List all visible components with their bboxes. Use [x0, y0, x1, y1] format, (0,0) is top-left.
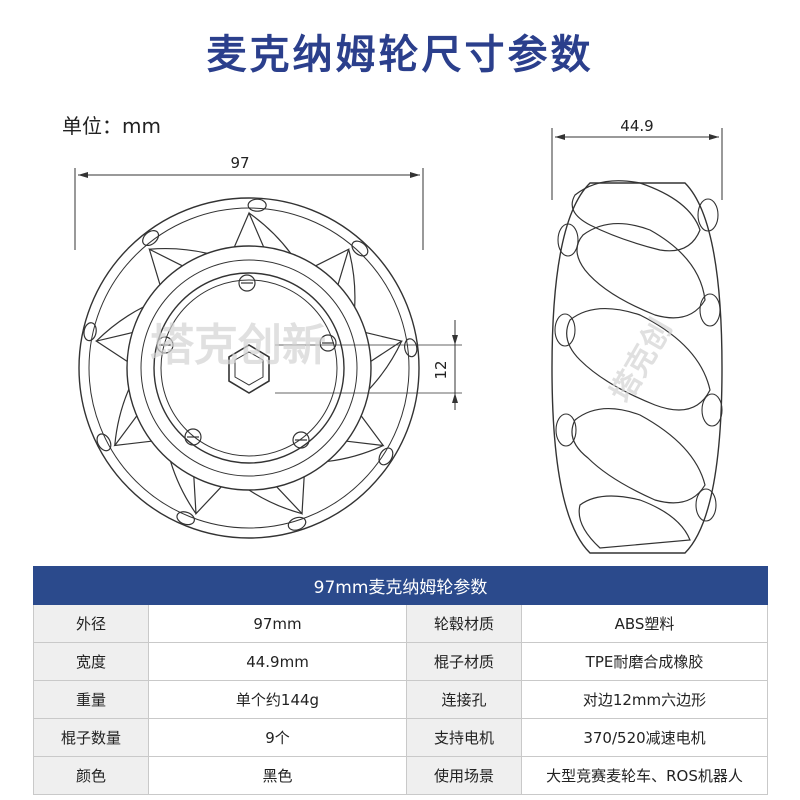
spec-value: 9个: [148, 718, 407, 757]
hex-dimension-label: 12: [432, 360, 450, 379]
spec-value: 370/520减速电机: [520, 718, 769, 757]
unit-label: 单位：mm: [62, 114, 161, 138]
spec-value: 黑色: [148, 756, 407, 795]
spec-key: 棍子材质: [406, 642, 522, 681]
table-row: 颜色 黑色 使用场景 大型竞赛麦轮车、ROS机器人: [33, 756, 769, 795]
spec-table: 97mm麦克纳姆轮参数 外径 97mm 轮毂材质 ABS塑料 宽度 44.9mm…: [32, 566, 769, 795]
spec-key: 连接孔: [406, 680, 522, 719]
spec-value: 对边12mm六边形: [520, 680, 769, 719]
table-row: 重量 单个约144g 连接孔 对边12mm六边形: [33, 680, 769, 719]
spec-key: 外径: [33, 604, 149, 643]
spec-key: 重量: [33, 680, 149, 719]
spec-key: 宽度: [33, 642, 149, 681]
side-watermark: 塔克创: [604, 313, 679, 408]
front-watermark: 塔克创新: [150, 320, 326, 371]
table-row: 宽度 44.9mm 棍子材质 TPE耐磨合成橡胶: [33, 642, 769, 681]
spec-key: 使用场景: [406, 756, 522, 795]
page-title: 麦克纳姆轮尺寸参数: [206, 32, 594, 78]
spec-table-header: 97mm麦克纳姆轮参数: [32, 566, 769, 605]
spec-value: 44.9mm: [148, 642, 407, 681]
spec-value: 单个约144g: [148, 680, 407, 719]
spec-key: 棍子数量: [33, 718, 149, 757]
width-dimension-label: 44.9: [620, 117, 653, 135]
spec-key: 轮毂材质: [406, 604, 522, 643]
spec-value: 97mm: [148, 604, 407, 643]
spec-value: 大型竞赛麦轮车、ROS机器人: [520, 756, 769, 795]
diameter-dimension-label: 97: [230, 154, 249, 172]
technical-drawing: 97 12 塔克创新 44.9 塔克创: [74, 117, 723, 554]
spec-key: 颜色: [33, 756, 149, 795]
table-row: 棍子数量 9个 支持电机 370/520减速电机: [33, 718, 769, 757]
spec-key: 支持电机: [406, 718, 522, 757]
spec-value: ABS塑料: [520, 604, 769, 643]
table-row: 外径 97mm 轮毂材质 ABS塑料: [33, 604, 769, 643]
side-view-wheel: [551, 128, 723, 554]
front-view-wheel: [74, 168, 462, 539]
spec-value: TPE耐磨合成橡胶: [520, 642, 769, 681]
